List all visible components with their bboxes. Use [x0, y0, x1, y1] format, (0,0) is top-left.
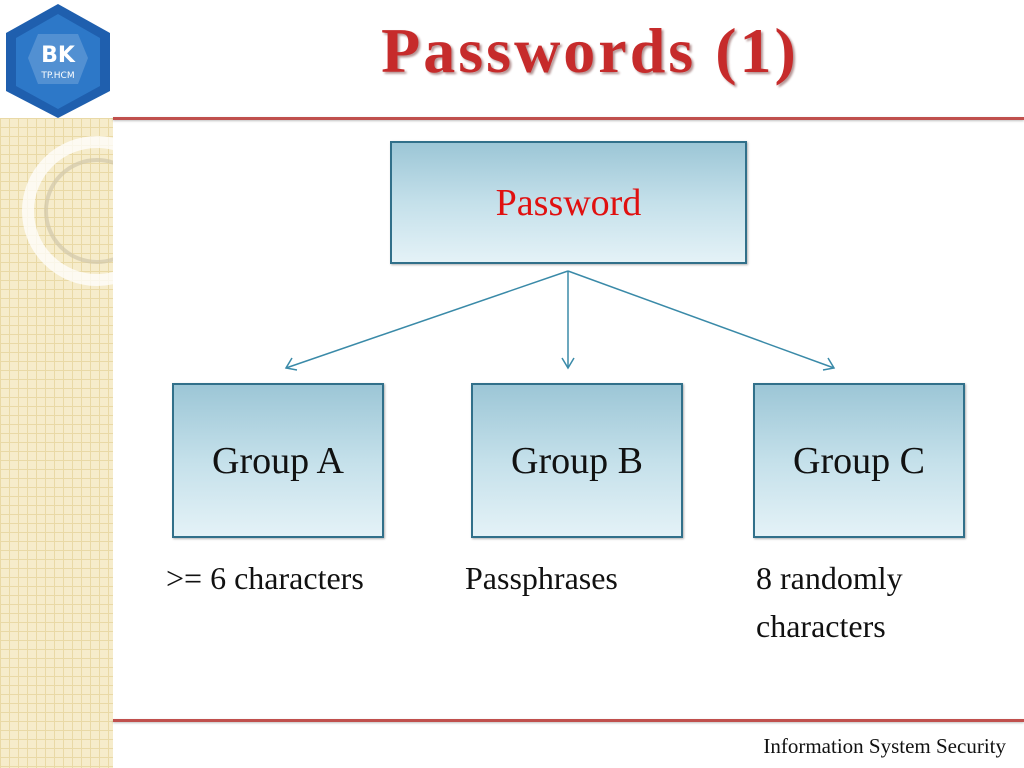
- bk-logo: BK TP.HCM: [6, 4, 110, 118]
- top-divider: [113, 117, 1024, 120]
- root-node-label: Password: [495, 181, 642, 224]
- caption-group-c-line-2: characters: [756, 608, 886, 644]
- node-group-b-label: Group B: [511, 439, 643, 482]
- arrowhead-group-a: [284, 357, 298, 371]
- connector-to-group-c: [567, 270, 835, 369]
- node-group-a-label: Group A: [212, 439, 344, 482]
- caption-group-b: Passphrases: [465, 554, 618, 602]
- arrowhead-group-b: [561, 357, 575, 370]
- node-group-c: Group C: [753, 383, 965, 538]
- root-node-password: Password: [390, 141, 747, 264]
- caption-group-b-line: Passphrases: [465, 560, 618, 596]
- slide-footer: Information System Security: [763, 734, 1006, 758]
- logo-main-text: BK: [41, 43, 76, 68]
- arrowhead-group-c: [822, 357, 836, 371]
- node-group-a: Group A: [172, 383, 384, 538]
- caption-group-c-line-1: 8 randomly: [756, 560, 903, 596]
- logo-sub-text: TP.HCM: [40, 71, 74, 81]
- slide-title: Passwords (1): [381, 15, 799, 86]
- decorative-sidebar: [0, 118, 113, 768]
- connector-to-group-a: [285, 270, 569, 369]
- caption-group-c: 8 randomly characters: [756, 554, 903, 650]
- caption-group-a-line: >= 6 characters: [166, 560, 364, 596]
- node-group-c-label: Group C: [793, 439, 925, 482]
- bottom-divider: [113, 719, 1024, 722]
- node-group-b: Group B: [471, 383, 683, 538]
- caption-group-a: >= 6 characters: [166, 554, 364, 602]
